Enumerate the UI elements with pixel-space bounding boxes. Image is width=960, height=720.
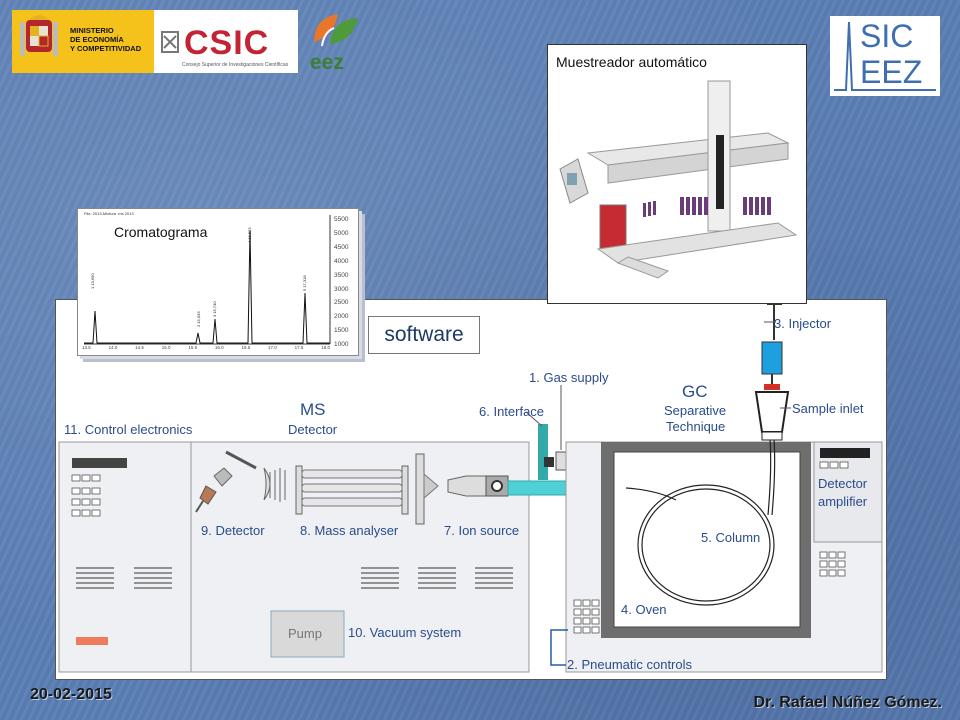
eez-logo: eez <box>304 6 364 78</box>
ministry-line-1: MINISTERIO <box>70 26 114 35</box>
keypad-icon <box>71 474 101 517</box>
pneumatic-keypad-icon <box>573 599 600 634</box>
column-label: 5. Column <box>701 530 761 545</box>
lens-plates-icon <box>269 468 286 502</box>
control-electronics-label: 11. Control electronics <box>64 422 193 437</box>
x-tick: 15.0 <box>161 345 171 350</box>
y-tick: 3500 <box>334 271 349 279</box>
pump-label: Pump <box>288 626 322 641</box>
chromatogram-x-ticks: 13.5 14.0 14.5 15.0 15.5 16.0 16.5 17.0 … <box>82 345 330 350</box>
ministry-line-2: DE ECONOMÍA <box>70 35 124 44</box>
autosampler-panel: Muestreador automático <box>547 44 807 304</box>
chromatogram-trace <box>84 215 331 345</box>
y-tick: 4000 <box>334 257 349 265</box>
ion-source-icon <box>415 453 509 525</box>
csic-emblem-icon <box>161 31 179 53</box>
x-tick: 14.5 <box>135 345 144 350</box>
injector-label: 3. Injector <box>774 316 832 331</box>
x-tick: 13.5 <box>82 345 91 350</box>
detector-amplifier-label-2: amplifier <box>818 494 868 509</box>
mass-analyser-label: 8. Mass analyser <box>300 523 399 538</box>
gc-subtitle-1: Separative <box>664 403 727 418</box>
x-tick: 16.0 <box>214 345 224 350</box>
pump-box <box>270 610 345 658</box>
vent-lines-icon <box>76 567 513 589</box>
chromatogram-header: File: 2013-Mixtura .ms 2013 <box>84 211 134 216</box>
gc-ms-diagram: 3. Injector 1. Gas supply GC Separative … <box>55 299 887 680</box>
peak-label: 3 15,740 <box>212 301 217 317</box>
ministry-line-3: Y COMPETITIVIDAD <box>70 44 142 53</box>
y-tick: 2500 <box>334 299 349 307</box>
x-tick: 14.0 <box>108 345 118 350</box>
ministry-logo: MINISTERIO DE ECONOMÍA Y COMPETITIVIDAD <box>12 10 154 73</box>
slide-author: Dr. Rafael Núñez Gómez. <box>753 694 943 711</box>
vacuum-system-label: 10. Vacuum system <box>348 625 462 640</box>
autosampler-illustration <box>559 80 798 279</box>
chromatogram-y-ticks: 5500 5000 4500 4000 3500 3000 2500 2000 … <box>334 213 348 352</box>
peak-label: 2 15,633 <box>196 311 201 327</box>
gc-title: GC <box>682 382 708 401</box>
y-tick: 4500 <box>334 243 349 251</box>
quadrupole-icon <box>295 465 409 515</box>
x-tick: 16.5 <box>241 345 251 350</box>
peak-label: 4 16,533 <box>247 227 252 243</box>
ion-source-label: 7. Ion source <box>444 523 520 538</box>
detector-amplifier-label-1: Detector <box>818 476 868 491</box>
sample-inlet-label: Sample inlet <box>792 401 864 416</box>
injector-icon <box>754 303 790 441</box>
ms-title: MS <box>300 400 326 419</box>
detector-icon <box>195 450 271 513</box>
peak-label: 5 17,318 <box>302 275 307 291</box>
eez-text: EEZ <box>860 54 923 90</box>
detector-label: 9. Detector <box>201 523 265 538</box>
peak-label: 1 13,650 <box>90 273 95 289</box>
chromatogram-peak-icon <box>834 21 936 91</box>
slide-date: 20-02-2015 <box>30 686 112 703</box>
x-tick: 18.0 <box>321 345 330 350</box>
y-tick: 5500 <box>334 216 349 223</box>
chromatogram-caption: Cromatograma <box>112 224 210 240</box>
coat-of-arms-icon <box>20 15 58 56</box>
x-tick: 17.5 <box>294 345 304 350</box>
gas-supply-label: 1. Gas supply <box>529 370 609 385</box>
x-tick: 15.5 <box>188 345 198 350</box>
y-tick: 1000 <box>334 341 349 349</box>
y-tick: 1500 <box>334 327 349 335</box>
csic-subtitle: Consejo Superior de Investigaciones Cien… <box>182 62 289 68</box>
csic-wordmark: CSIC <box>184 24 270 62</box>
y-tick: 5000 <box>334 229 349 237</box>
detector-keypad-icon <box>819 461 849 577</box>
interface-label: 6. Interface <box>479 404 545 419</box>
sic-text: SIC <box>860 18 914 54</box>
csic-logo: CSIC Consejo Superior de Investigaciones… <box>154 10 298 73</box>
eez-leaf-icon <box>314 14 358 47</box>
chromatogram-panel: File: 2013-Mixtura .ms 2013 Cromatograma… <box>77 208 359 356</box>
oven-label: 4. Oven <box>621 602 667 617</box>
sic-eez-logo: SIC EEZ <box>830 16 940 96</box>
display-panel-icon <box>72 458 127 468</box>
pneumatic-controls-label: 2. Pneumatic controls <box>567 657 693 672</box>
ms-subtitle: Detector <box>288 422 338 437</box>
gc-ms-schematic <box>58 303 883 673</box>
detector-display-icon <box>820 448 870 458</box>
eez-wordmark: eez <box>310 51 344 74</box>
column-coil-icon <box>625 437 776 606</box>
gc-subtitle-2: Technique <box>666 419 726 434</box>
interface-heater-icon <box>538 424 548 480</box>
y-tick: 2000 <box>334 313 349 321</box>
software-label: software <box>368 316 480 354</box>
power-indicator-icon <box>76 637 108 645</box>
y-tick: 3000 <box>334 285 349 293</box>
autosampler-caption: Muestreador automático <box>556 54 707 70</box>
x-tick: 17.0 <box>268 345 277 350</box>
oven-chamber <box>613 451 801 628</box>
